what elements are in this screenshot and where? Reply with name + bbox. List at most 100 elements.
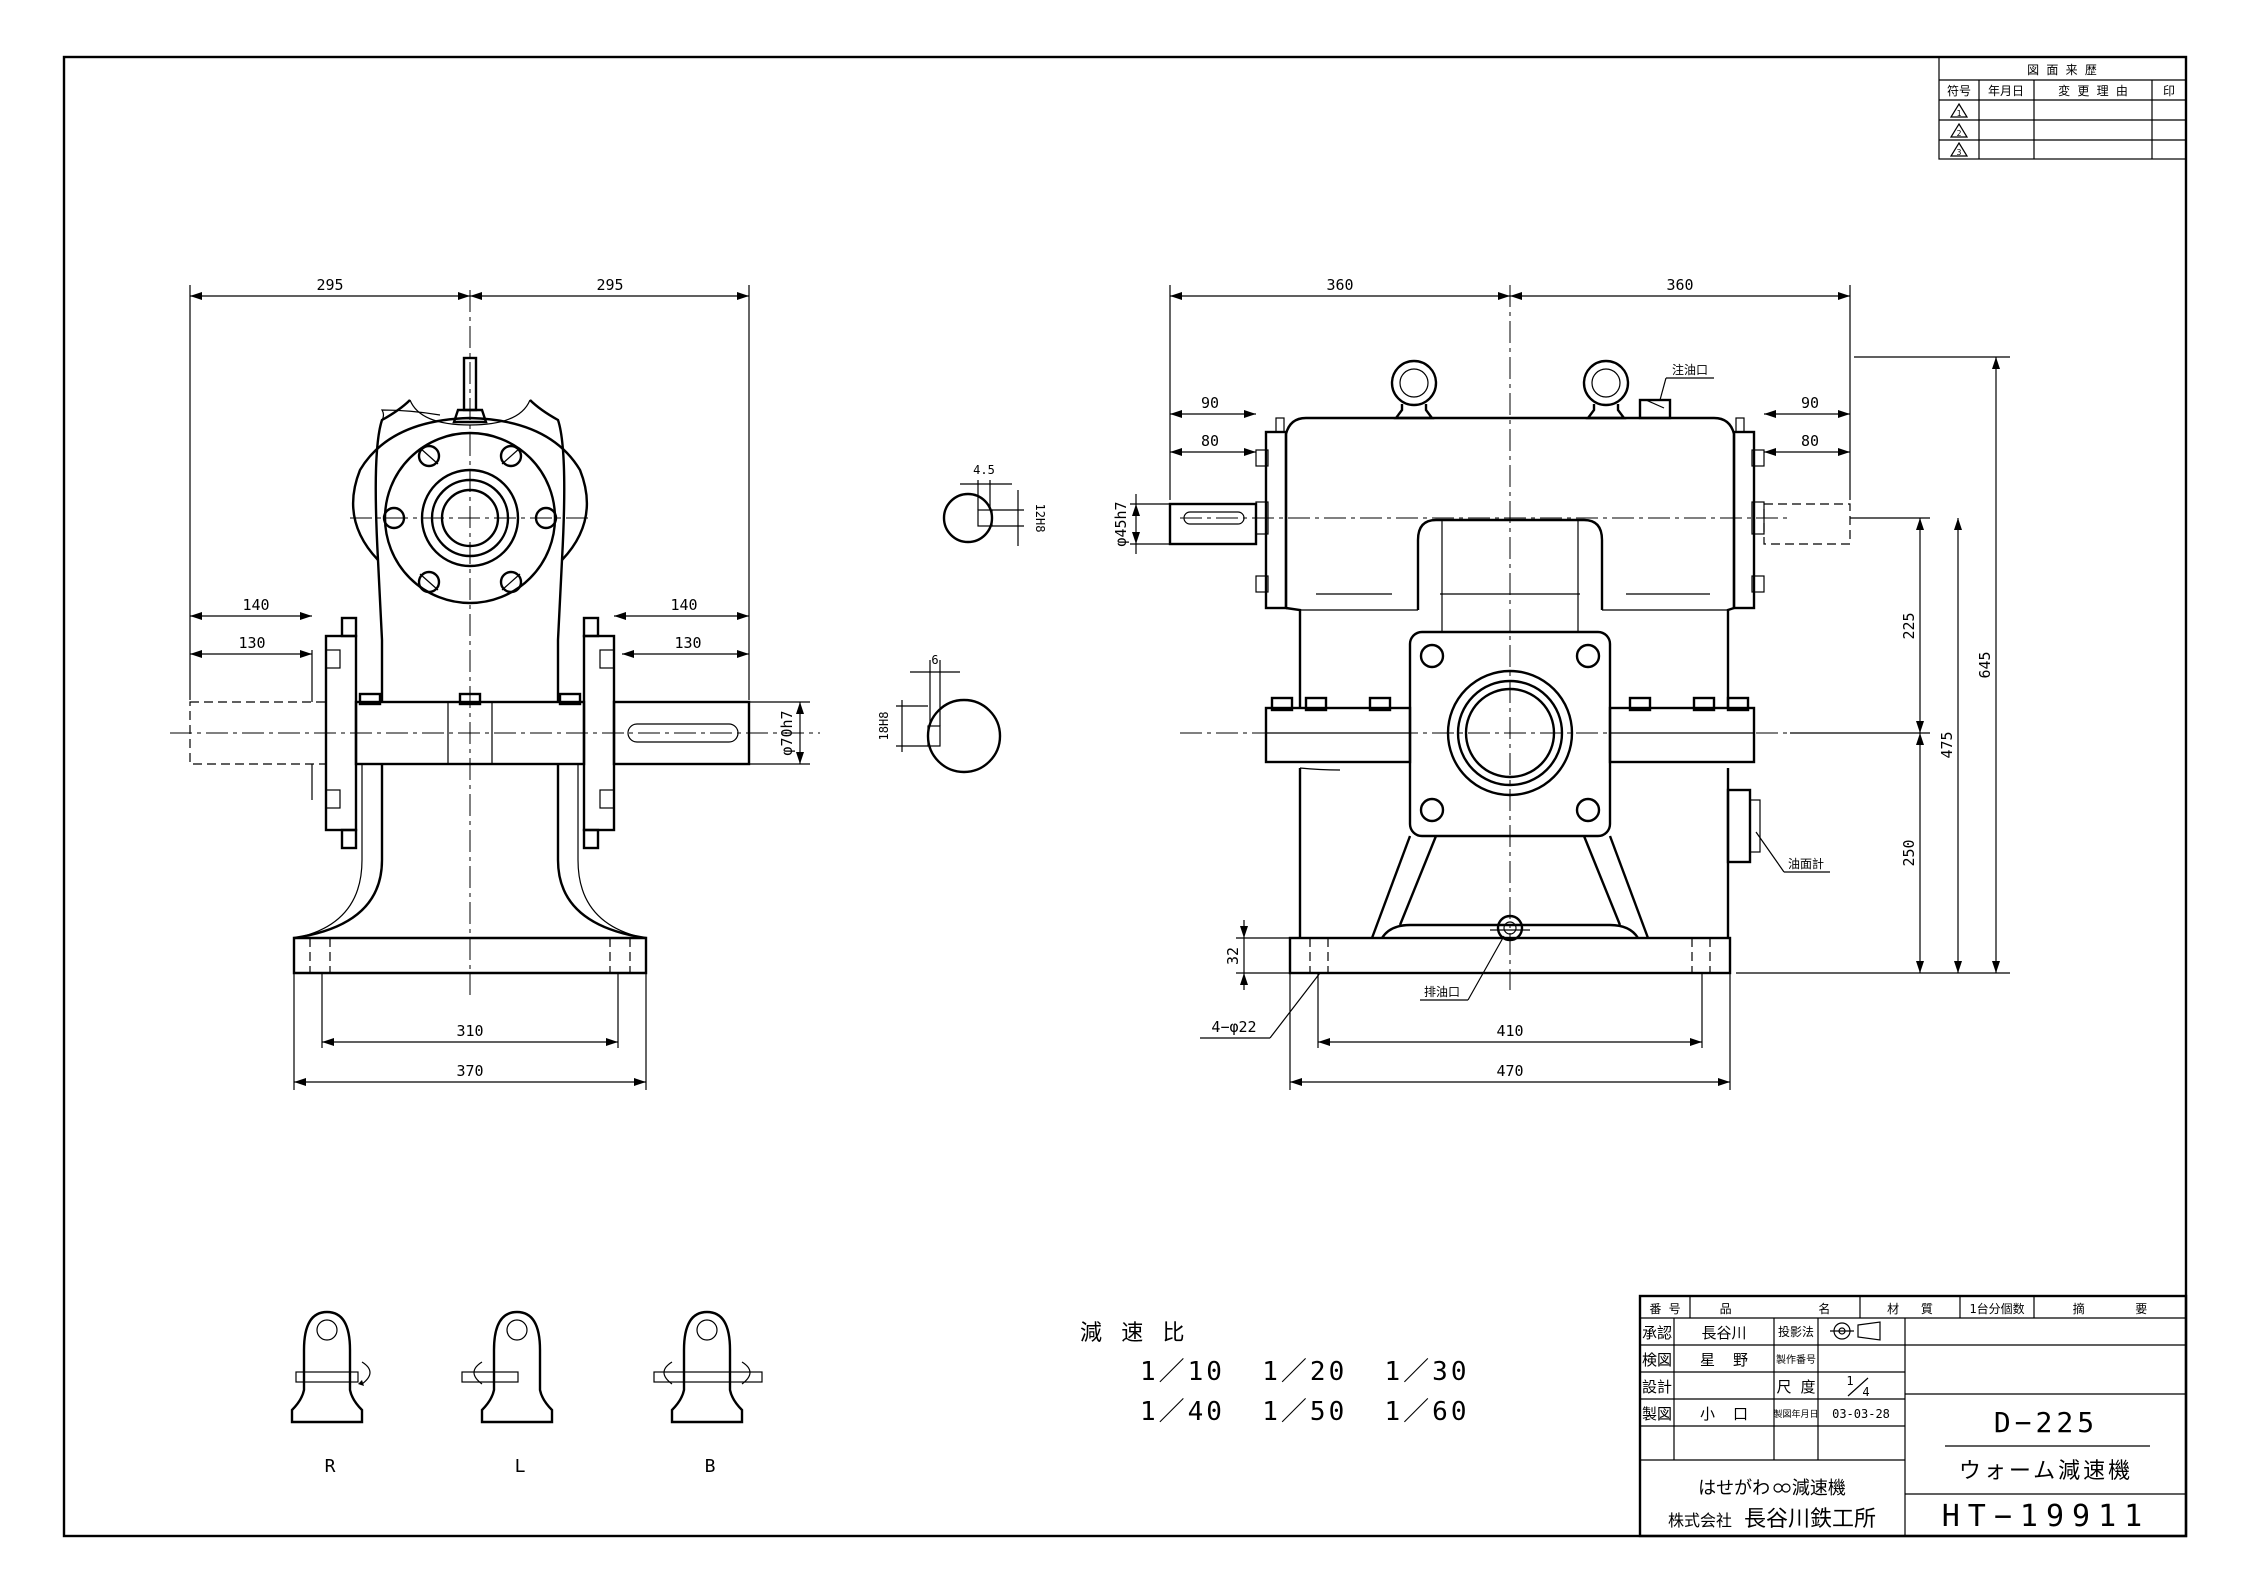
dim-side-low-height: 250 <box>1900 839 1918 866</box>
dim-side-total-height: 645 <box>1976 651 1994 678</box>
bolt-hole-icon <box>382 506 406 530</box>
dim-side-shaft-left-outer: 90 <box>1201 394 1219 412</box>
tb-scale-den: 4 <box>1862 1385 1869 1399</box>
dim-front-half-left: 295 <box>316 276 343 294</box>
keyway-bottom-depth: 18H8 <box>877 712 891 741</box>
svg-text:2: 2 <box>1957 129 1962 138</box>
revision-header-date: 年月日 <box>1988 84 2024 98</box>
dim-side-center-height: 225 <box>1900 612 1918 639</box>
label-oil-gauge: 油面計 <box>1788 856 1824 871</box>
revision-triangle-icon: 3 <box>1949 141 1969 157</box>
dim-side-shaft-right-outer: 90 <box>1801 394 1819 412</box>
tb-header-material: 材 質 <box>1887 1301 1933 1316</box>
dim-side-shaft-left-inner: 80 <box>1201 432 1219 450</box>
tb-header-name: 品 名 <box>1720 1301 1831 1316</box>
assembly-type-label-b: B <box>705 1456 716 1477</box>
assembly-type-label-r: R <box>325 1456 336 1477</box>
bolt-hole-icon <box>534 506 558 530</box>
tb-checked-by: 星 野 <box>1700 1351 1748 1369</box>
keyway-bottom-width: 6 <box>931 653 938 667</box>
dim-side-base-thickness: 32 <box>1224 947 1242 965</box>
side-view-dimensions: 360 360 90 80 90 80 φ45h7 225 250 475 64… <box>1112 276 2010 1090</box>
dim-front-base-outer: 370 <box>456 1062 483 1080</box>
assembly-type-b: B <box>653 1310 763 1477</box>
assembly-type-l: L <box>461 1310 554 1477</box>
bolt-hole-icon <box>417 570 441 594</box>
dim-front-shaft-right-inner: 130 <box>674 634 701 652</box>
bolt-hole-icon <box>1419 643 1445 669</box>
side-view <box>1168 285 1851 990</box>
dim-front-base-inner: 310 <box>456 1022 483 1040</box>
tb-product-name: ウォーム減速機 <box>1959 1459 2133 1484</box>
tb-scale-num: 1 <box>1846 1374 1853 1388</box>
bolt-hole-icon <box>499 570 523 594</box>
tb-brand: はせがわ 減速機 <box>1698 1478 1846 1499</box>
dim-side-height-475: 475 <box>1938 731 1956 758</box>
tb-design-label: 設計 <box>1642 1378 1672 1396</box>
dim-front-shaft-right-outer: 140 <box>670 596 697 614</box>
front-view <box>170 290 820 995</box>
bolt-hole-icon <box>1419 797 1445 823</box>
tb-approved-label: 承認 <box>1642 1324 1672 1342</box>
dim-front-shaft-left-outer: 140 <box>242 596 269 614</box>
brand-logo-icon <box>1773 1483 1791 1493</box>
drawing-border <box>62 55 2188 1538</box>
revision-title: 図 面 来 歴 <box>2027 63 2097 77</box>
ratio-line-1: 1／10 1／20 1／30 <box>1140 1357 1470 1387</box>
bolt-hole-icon <box>1575 797 1601 823</box>
label-oil-drain: 排油口 <box>1424 985 1460 999</box>
dim-side-shaft-right-inner: 80 <box>1801 432 1819 450</box>
keyway-top-width: 4.5 <box>973 463 995 477</box>
dim-side-half-right: 360 <box>1666 276 1693 294</box>
dim-side-shaft-dia: φ45h7 <box>1112 501 1130 546</box>
dim-front-half-right: 295 <box>596 276 623 294</box>
tb-approved-by: 長谷川 <box>1701 1324 1746 1342</box>
dim-side-base-inner: 410 <box>1496 1022 1523 1040</box>
tb-drawn-label: 製図 <box>1642 1405 1672 1423</box>
tb-drawn-by: 小 口 <box>1700 1405 1748 1423</box>
title-block: 番 号 品 名 材 質 1台分個数 摘 要 承認 長谷川 投影法 検図 星 野 … <box>1638 1294 2188 1538</box>
ratio-title: 減 速 比 <box>1080 1321 1188 1346</box>
dim-side-base-outer: 470 <box>1496 1062 1523 1080</box>
reduction-ratio-block: 減 速 比 1／10 1／20 1／30 1／40 1／50 1／60 <box>1080 1321 1470 1427</box>
tb-header-num: 番 号 <box>1649 1302 1680 1316</box>
tb-projection-label: 投影法 <box>1778 1324 1814 1339</box>
bolt-hole-icon <box>417 444 441 468</box>
tb-company-prefix: 株式会社 <box>1668 1511 1732 1530</box>
tb-company: 長谷川鉄工所 <box>1744 1507 1876 1532</box>
keyway-top-depth: 12H8 <box>1033 504 1047 533</box>
eye-bolt-icon <box>1390 359 1438 420</box>
bolt-hole-icon <box>499 444 523 468</box>
revision-header-symbol: 符号 <box>1947 83 1971 98</box>
tb-header-remarks: 摘 要 <box>2073 1301 2148 1316</box>
revision-triangle-icon: 1 <box>1949 102 1969 118</box>
eye-bolt-icon <box>1582 359 1630 420</box>
revision-header-reason: 変 更 理 由 <box>2058 83 2128 98</box>
dim-side-half-left: 360 <box>1326 276 1353 294</box>
keyway-detail-bottom: 6 18H8 <box>877 653 1002 774</box>
tb-scale-label: 尺 度 <box>1776 1378 1815 1396</box>
revision-triangle-icon: 2 <box>1949 122 1969 138</box>
svg-text:1: 1 <box>1957 109 1962 118</box>
tb-drawing-no: HT−19911 <box>1942 1499 2151 1534</box>
tb-mfg-no-label: 製作番号 <box>1776 1353 1816 1366</box>
tb-checked-label: 検図 <box>1642 1351 1672 1369</box>
revision-header-seal: 印 <box>2163 84 2175 98</box>
tb-header-qty: 1台分個数 <box>1969 1301 2024 1316</box>
dim-front-shaft-left-inner: 130 <box>238 634 265 652</box>
svg-text:3: 3 <box>1957 148 1962 157</box>
dim-front-shaft-dia: φ70h7 <box>778 710 796 755</box>
ratio-line-2: 1／40 1／50 1／60 <box>1140 1397 1470 1427</box>
tb-model: D−225 <box>1994 1406 2098 1439</box>
assembly-type-label-l: L <box>515 1456 526 1477</box>
front-view-dimensions: 295 295 140 130 140 130 φ70h7 310 370 <box>189 276 810 1090</box>
dim-side-holes: 4−φ22 <box>1211 1018 1256 1036</box>
label-oil-inlet: 注油口 <box>1672 362 1708 377</box>
keyway-detail-top: 4.5 12H8 <box>942 463 1047 546</box>
projection-symbol-icon <box>1830 1321 1881 1341</box>
revision-block: 図 面 来 歴 符号 年月日 変 更 理 由 印 1 2 3 <box>1938 56 2187 160</box>
bolt-hole-icon <box>1575 643 1601 669</box>
tb-date: 03-03-28 <box>1832 1407 1890 1421</box>
